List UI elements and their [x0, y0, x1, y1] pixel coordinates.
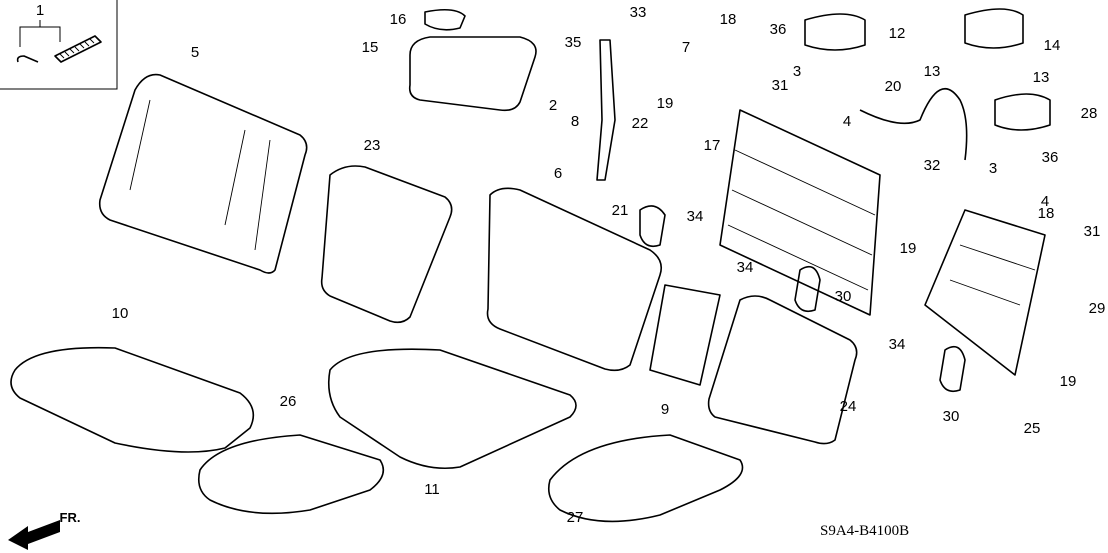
part-28-headrest: [994, 93, 1051, 131]
callout-label: 34: [737, 259, 754, 276]
callout-label: 13: [924, 63, 941, 80]
callout-label: 19: [657, 95, 674, 112]
part-22-belt: [596, 39, 616, 181]
direction-label: FR.: [60, 510, 81, 525]
callout-label: 26: [280, 393, 297, 410]
callout-label: 27: [567, 509, 584, 526]
callout-label: 28: [1081, 105, 1098, 122]
callout-label: 36: [770, 21, 787, 38]
part-5-seatback: [98, 73, 308, 274]
callout-label: 11: [424, 481, 440, 498]
callout-label: 20: [885, 78, 902, 95]
callout-label: 18: [720, 11, 737, 28]
part-7-frame: [719, 109, 881, 316]
callout-label: 32: [924, 157, 941, 174]
callout-label: 34: [889, 336, 906, 353]
part-26-cushion: [197, 434, 385, 515]
inset-box-part-1: [0, 0, 118, 90]
callout-label: 21: [612, 202, 629, 219]
diagram-code: S9A4-B4100B: [820, 523, 909, 539]
callout-label: 22: [632, 115, 649, 132]
callout-label: 10: [112, 305, 129, 322]
callout-label: 1: [36, 2, 44, 19]
callout-label: 4: [1041, 193, 1049, 210]
callout-label: 30: [835, 288, 852, 305]
callout-label: 18: [1038, 205, 1055, 222]
part-16-cupholder: [424, 8, 466, 31]
callout-label: 9: [661, 401, 669, 418]
part-23-seatback: [320, 165, 453, 324]
callout-label: 7: [682, 39, 690, 56]
callout-label: 33: [630, 4, 647, 21]
part-25-frame: [924, 209, 1046, 376]
callout-label: 15: [362, 39, 379, 56]
callout-label: 34: [687, 208, 704, 225]
callout-label: 23: [364, 137, 381, 154]
callout-label: 4: [843, 113, 851, 130]
callout-label: 17: [704, 137, 721, 154]
callout-label: 25: [1024, 420, 1041, 437]
part-24-seatback: [707, 295, 858, 445]
callout-label: 35: [565, 34, 582, 51]
callout-label: 31: [772, 77, 789, 94]
front-direction-arrow: FR.: [8, 510, 80, 550]
part-21-bracket: [639, 205, 666, 248]
callout-label: 14: [1044, 37, 1061, 54]
part-30-bracket-2: [939, 345, 966, 393]
callout-label: 13: [1033, 69, 1050, 86]
callout-label: 12: [889, 25, 906, 42]
callout-label: 3: [793, 63, 801, 80]
callout-label: 2: [549, 97, 557, 114]
callout-label: 19: [900, 240, 917, 257]
part-12-headrest: [804, 13, 866, 51]
part-30-bracket: [794, 265, 821, 313]
part-27-cushion: [547, 434, 744, 523]
part-14-headrest: [964, 8, 1024, 49]
callout-label: 29: [1089, 300, 1106, 317]
callout-label: 31: [1084, 223, 1101, 240]
callout-label: 19: [1060, 373, 1077, 390]
callout-label: 24: [840, 398, 857, 415]
callout-label: 3: [989, 160, 997, 177]
part-10-cushion: [10, 346, 255, 453]
part-20-cable: [859, 88, 968, 161]
part-11-cushion: [327, 348, 577, 470]
callout-label: 5: [191, 44, 199, 61]
callout-label: 36: [1042, 149, 1059, 166]
callout-label: 8: [571, 113, 579, 130]
part-9-panel: [649, 284, 721, 386]
part-15-armrest: [408, 36, 537, 112]
part-6-seatback: [486, 187, 663, 372]
callout-label: 16: [390, 11, 407, 28]
callout-label: 6: [554, 165, 562, 182]
callout-label: 30: [943, 408, 960, 425]
